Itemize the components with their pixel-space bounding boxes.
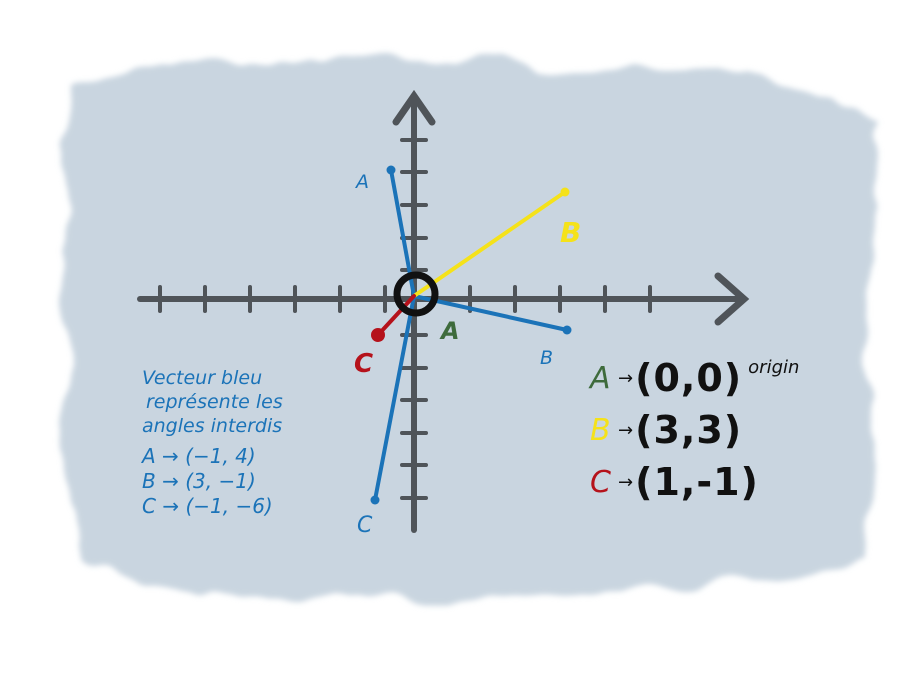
blue-label-c: C (357, 513, 373, 538)
point-c-row: C → (1,-1) (590, 456, 840, 508)
x-axis-arrowhead (714, 272, 750, 326)
point-b-letter: B (590, 412, 611, 448)
arrow-icon: → (618, 419, 634, 441)
blue-coord-c-value: (−1, −6) (185, 494, 273, 518)
point-a-note: origin (748, 356, 800, 378)
notes-line-2: représente les (146, 391, 283, 413)
point-definitions: A → (0,0) origin B → (3,3) C → (1,-1) (590, 352, 840, 508)
point-b-row: B → (3,3) (590, 404, 840, 456)
blue-coord-c-letter: C (142, 494, 156, 518)
blue-coord-a-letter: A (142, 444, 156, 468)
blue-coord-a: A → (−1, 4) (142, 444, 342, 469)
notes-line-1: Vecteur bleu (142, 367, 263, 389)
point-a-letter: A (590, 360, 611, 396)
point-a-row: A → (0,0) origin (590, 352, 840, 404)
blue-coord-b-value: (3, −1) (185, 469, 256, 493)
yellow-vector-b-endpoint (560, 187, 570, 197)
axis-ticks (158, 138, 652, 500)
blue-coord-c-arrow: → (162, 494, 180, 518)
point-b-value: (3,3) (635, 408, 743, 452)
y-axis-arrowhead (392, 89, 436, 126)
red-vector-c-endpoint (371, 328, 385, 342)
axes (137, 89, 750, 533)
yellow-label-b: B (560, 216, 581, 249)
yellow-vector-b (412, 190, 567, 298)
red-label-c: C (354, 349, 373, 379)
blue-coord-a-value: (−1, 4) (185, 444, 256, 468)
arrow-icon: → (618, 471, 634, 493)
origin-circle (393, 271, 439, 317)
arrow-icon: → (618, 367, 634, 389)
vector-labels: A B C B C A (354, 171, 581, 538)
blue-coord-b-arrow: → (162, 469, 179, 493)
blue-vector-a-endpoint (386, 165, 396, 175)
origin-label-a: A (439, 317, 460, 345)
point-c-letter: C (590, 464, 611, 500)
blue-vector-c-endpoint (370, 495, 380, 505)
blue-coord-a-arrow: → (162, 444, 179, 468)
point-c-value: (1,-1) (635, 460, 759, 504)
notes-line-3: angles interdis (142, 415, 283, 437)
blue-coord-c: C → (−1, −6) (142, 494, 342, 519)
watercolor-wash (60, 58, 877, 603)
blue-label-a: A (354, 171, 369, 193)
blue-vector-c (373, 294, 416, 502)
blue-vector-b-endpoint (562, 325, 572, 335)
blue-coords-list: A → (−1, 4) B → (3, −1) C → (−1, −6) (142, 444, 342, 519)
point-a-value: (0,0) (635, 356, 743, 400)
blue-coord-b-letter: B (142, 469, 156, 493)
blue-coord-b: B → (3, −1) (142, 469, 342, 494)
blue-vector-notes: Vecteur bleu représente les angles inter… (142, 366, 342, 519)
blue-label-b: B (540, 347, 553, 369)
blue-vector-b (412, 294, 569, 332)
red-vector-c (376, 294, 416, 337)
